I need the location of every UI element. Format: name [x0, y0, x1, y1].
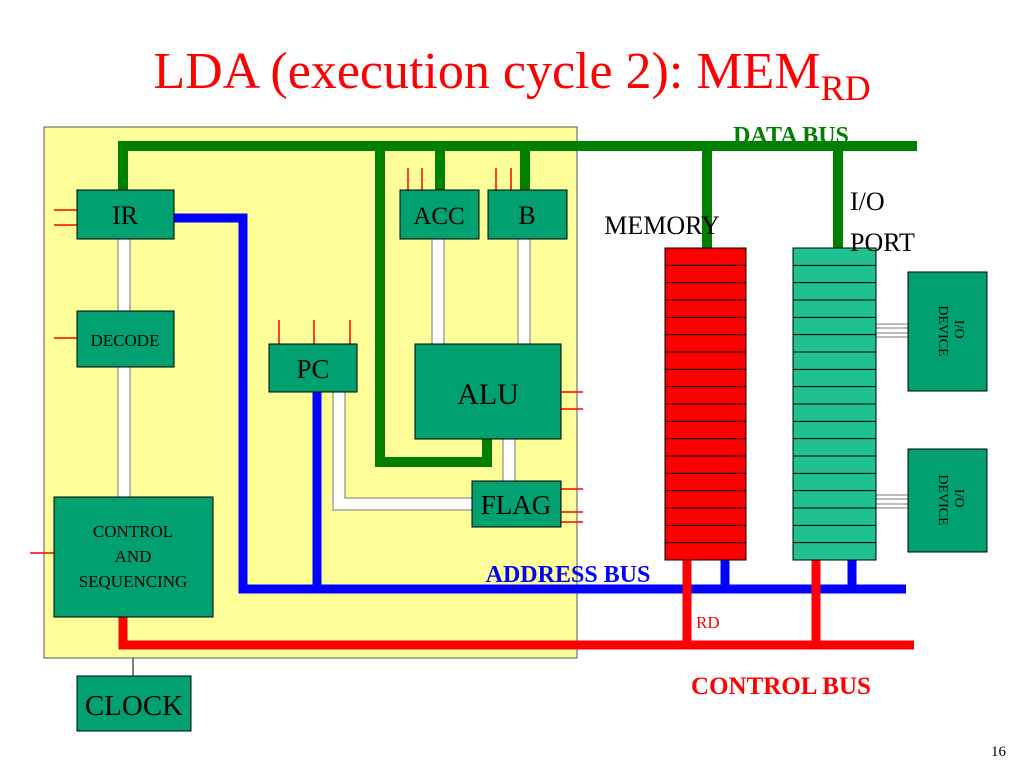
slide-title: LDA (execution cycle 2): MEMRD: [153, 43, 870, 108]
decode-block: DECODE: [76, 310, 175, 368]
flag-label: FLAG: [481, 490, 552, 520]
rd-label: RD: [696, 613, 720, 632]
slide-title-main: LDA (execution cycle 2): MEM: [153, 43, 820, 100]
control-label-line-1: CONTROL: [93, 522, 173, 541]
control-label-line-3: SEQUENCING: [79, 572, 188, 591]
pc-register: PC: [268, 343, 358, 393]
pc-label: PC: [296, 354, 329, 384]
page-number: 16: [991, 744, 1007, 760]
io-device-top-label: I/O DEVICE: [935, 305, 966, 356]
control-bus: [118, 560, 914, 650]
control-bus-main-line: [118, 617, 914, 650]
clock-label: CLOCK: [85, 690, 183, 722]
alu-block: ALU: [414, 343, 562, 440]
memory-rows: [665, 264, 746, 544]
io-port-rows: [793, 264, 876, 544]
io-device-bottom: I/O DEVICE: [907, 448, 988, 553]
control-sequencing-block: CONTROL AND SEQUENCING: [53, 496, 214, 618]
acc-label: ACC: [413, 203, 464, 230]
memory-port-link-bottom: [875, 494, 909, 500]
io-device-bottom-line-2: DEVICE: [935, 474, 950, 525]
decode-label: DECODE: [91, 331, 160, 350]
control-ticks: [30, 168, 583, 554]
b-register: B: [487, 189, 568, 240]
io-device-top-line-1: I/O: [951, 320, 966, 339]
ir-label: IR: [112, 201, 139, 230]
io-device-bottom-label: I/O DEVICE: [935, 474, 966, 525]
address-bus-label: ADDRESS BUS: [486, 562, 651, 588]
data-bus-label: DATA BUS: [733, 123, 849, 149]
address-bus: [174, 213, 906, 594]
memory-block: [664, 247, 747, 561]
control-bus-label: CONTROL BUS: [691, 673, 871, 700]
flag-register: FLAG: [471, 480, 562, 528]
io-port-block: [792, 247, 877, 561]
acc-alu-link: [431, 238, 445, 346]
internal-links: [117, 238, 909, 511]
alu-flag-link: [502, 438, 516, 484]
io-port-label-line-1: I/O: [850, 187, 885, 216]
control-label-line-2: AND: [115, 547, 152, 566]
memory-port-link-top-2: [875, 332, 909, 338]
io-port-label-line-2: PORT: [850, 228, 915, 257]
decode-control-link: [117, 366, 131, 498]
address-bus-ir-route: [174, 213, 906, 594]
memory-label: MEMORY: [604, 211, 720, 240]
ir-register: IR: [76, 189, 175, 240]
b-label: B: [518, 201, 535, 230]
data-bus: [118, 141, 917, 467]
memory-port-link-top: [875, 323, 909, 329]
acc-register: ACC: [399, 189, 480, 240]
io-device-top-line-2: DEVICE: [935, 305, 950, 356]
io-device-top: I/O DEVICE: [907, 271, 988, 392]
ir-decode-link: [117, 238, 131, 312]
memory-port-link-bottom-2: [875, 503, 909, 509]
alu-label: ALU: [457, 378, 519, 411]
data-bus-alu-loop: [375, 141, 492, 467]
io-device-bottom-line-1: I/O: [951, 489, 966, 508]
b-alu-link: [517, 238, 531, 346]
slide-title-subscript: RD: [821, 68, 871, 108]
clock-block: CLOCK: [76, 675, 192, 732]
